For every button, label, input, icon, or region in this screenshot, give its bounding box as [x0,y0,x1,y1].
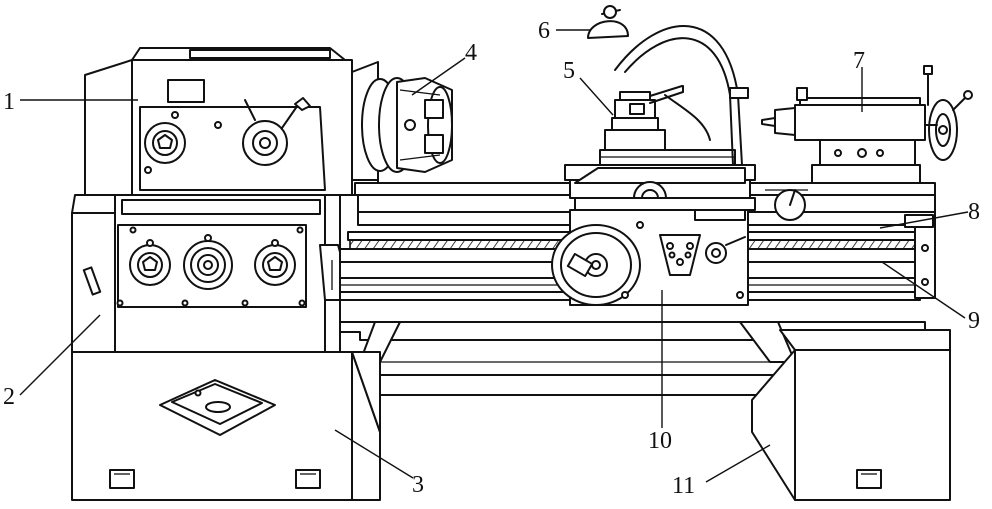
chuck [361,77,453,173]
callout-7: 7 [853,48,865,74]
callout-11: 11 [672,473,695,499]
callout-9: 9 [968,308,980,334]
chip-pan [326,321,951,396]
work-lamp [587,5,749,166]
callout-3: 3 [412,472,424,498]
callout-8: 8 [968,199,980,225]
callout-5: 5 [563,58,575,84]
left-leg [71,351,381,501]
tool-post [599,85,736,166]
leader-lines [19,29,969,483]
headstock [84,47,379,196]
apron [551,209,749,306]
feed-gearbox [71,194,346,353]
callout-2: 2 [3,384,15,410]
right-leg [751,349,951,501]
tailstock [761,65,973,184]
callout-4: 4 [465,40,477,66]
callout-1: 1 [3,89,15,115]
callout-6: 6 [538,18,550,44]
callouts: 1 2 3 4 5 6 7 8 9 10 11 [3,18,980,499]
callout-10: 10 [648,428,672,454]
carriage [564,164,808,221]
